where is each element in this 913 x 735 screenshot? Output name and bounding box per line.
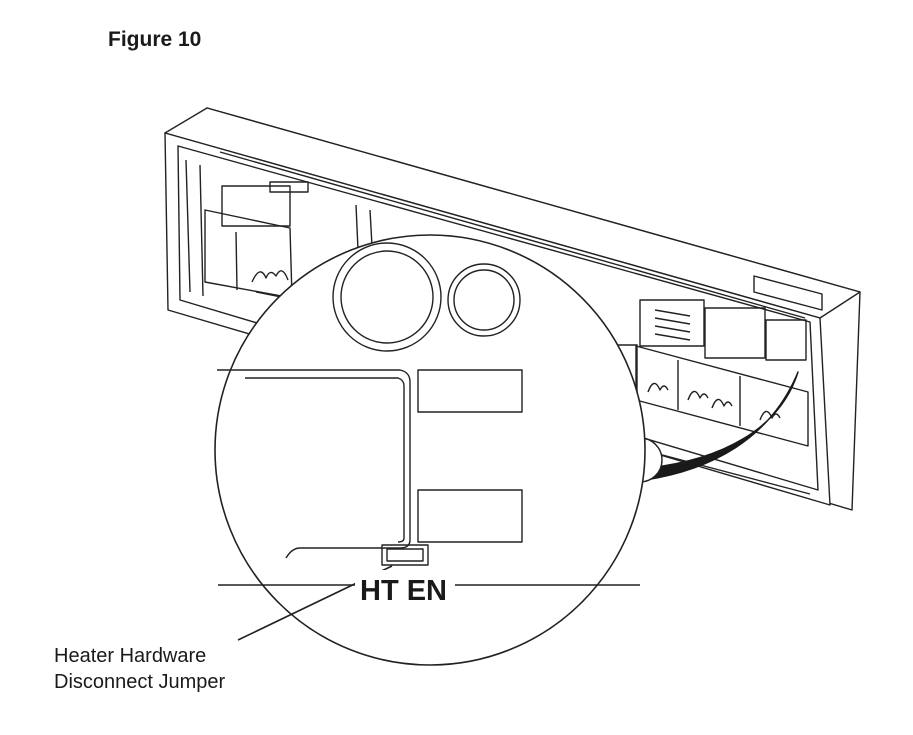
figure-title: Figure 10 bbox=[108, 28, 202, 51]
jumper-callout: Heater Hardware Disconnect Jumper bbox=[54, 643, 225, 695]
jumper-label: HT EN bbox=[360, 575, 447, 607]
callout-line-2: Disconnect Jumper bbox=[54, 671, 226, 693]
label-backdrop bbox=[355, 570, 455, 604]
callout-line-1: Heater Hardware bbox=[54, 645, 207, 667]
magnified-detail bbox=[214, 234, 646, 666]
